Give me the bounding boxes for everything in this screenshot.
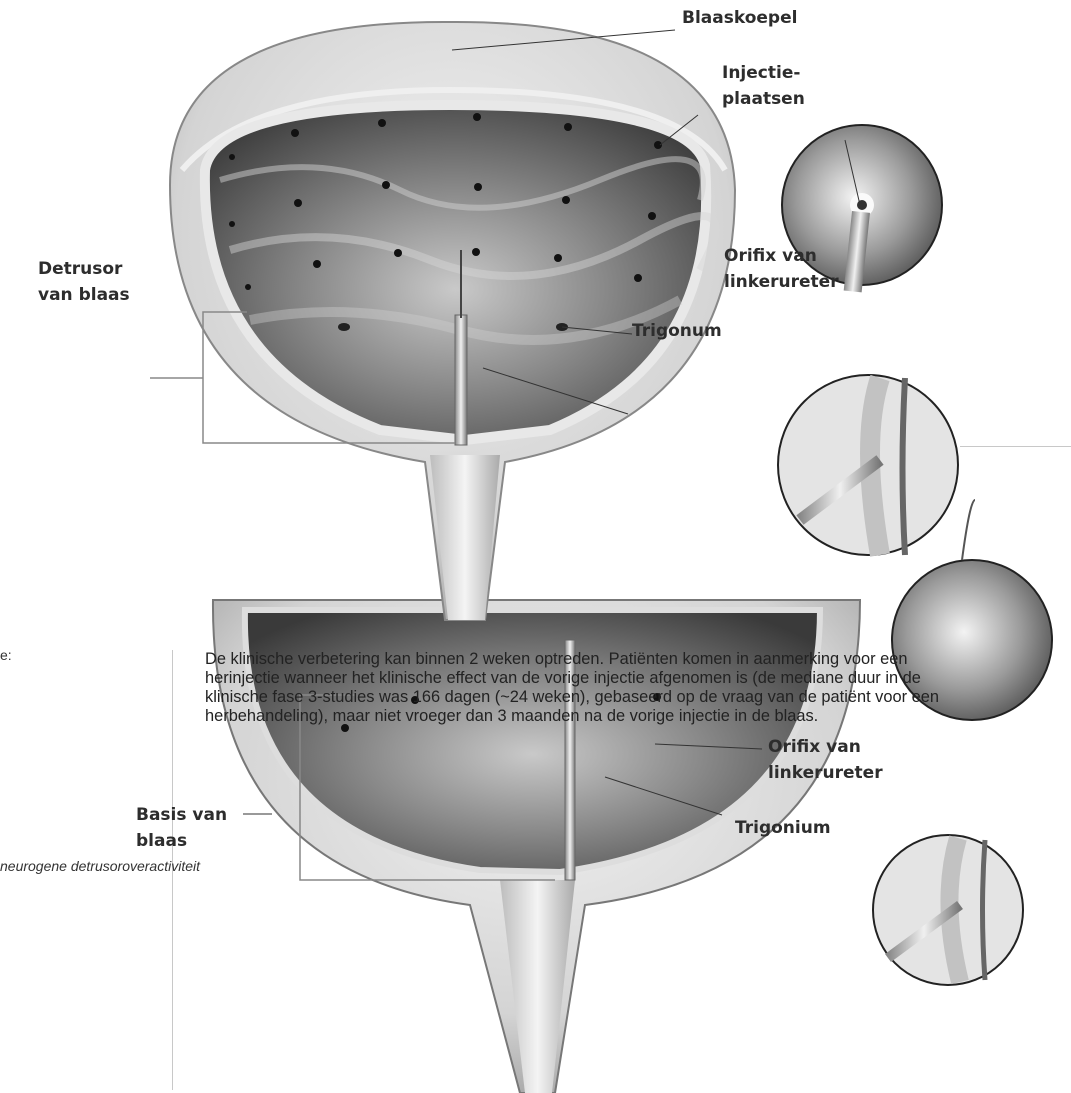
body-paragraph: De klinische verbetering kan binnen 2 we…	[205, 650, 975, 726]
label-trigonum: Trigonum	[632, 318, 722, 344]
label-basis-van-blaas: Basis van blaas	[136, 802, 227, 855]
label-detrusor: Detrusor van blaas	[38, 256, 130, 309]
left-caption-fragment: neurogene detrusoroveractiviteit	[0, 858, 200, 874]
document-horizontal-rule	[960, 446, 1071, 447]
label-orifix-top: Orifix van linkerureter	[724, 243, 839, 296]
label-blaaskoepel: Blaaskoepel	[682, 5, 797, 31]
wall-magnifier	[778, 375, 958, 555]
label-trigonium: Trigonium	[735, 815, 831, 841]
label-injectieplaatsen: Injectie- plaatsen	[722, 60, 805, 113]
label-orifix-bottom: Orifix van linkerureter	[768, 734, 883, 787]
left-heading-fragment: e:	[0, 647, 12, 663]
wall-magnifier-lower	[873, 835, 1023, 985]
